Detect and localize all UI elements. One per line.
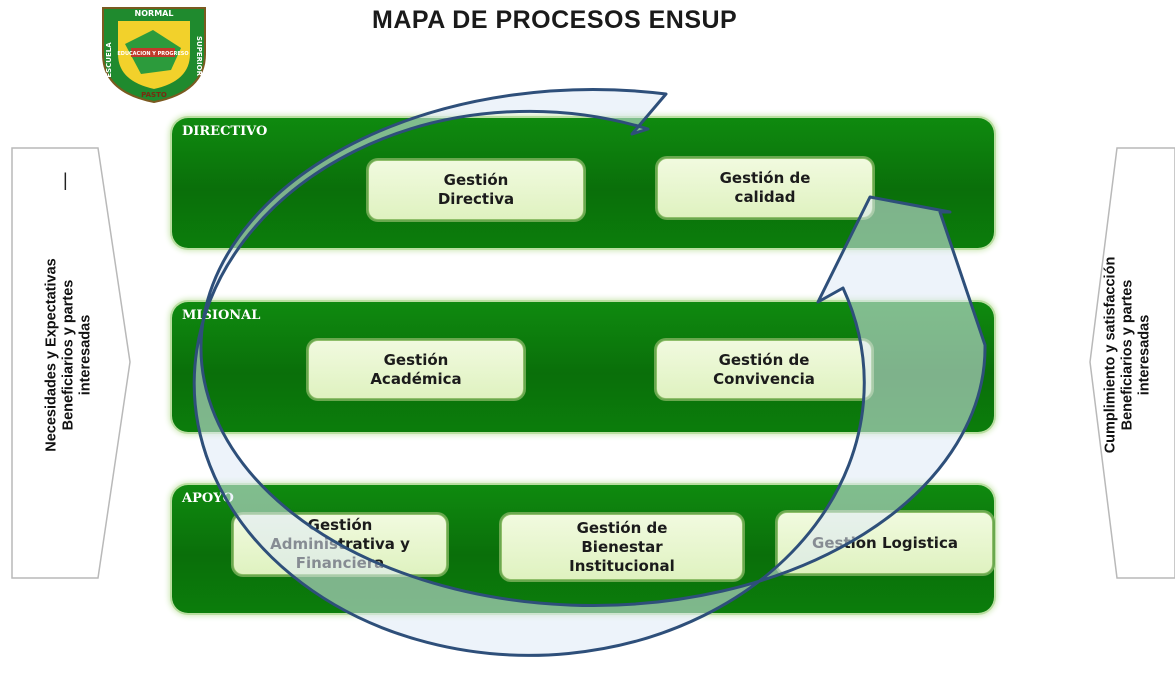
box-line: Gestión <box>443 171 509 189</box>
box-line: Convivencia <box>713 369 815 388</box>
output-arrow-label: Cumplimiento y satisfacción Beneficiario… <box>1103 257 1154 454</box>
box-line: Directiva <box>437 190 515 208</box>
output-label-line-1: Cumplimiento y satisfacción <box>1102 256 1119 454</box>
logo-bottom-text: PASTO <box>141 91 167 99</box>
output-label-line-3: interesadas <box>1136 314 1153 396</box>
box-line: Gestión <box>383 350 449 369</box>
school-logo: EDUCACION Y PROGRESO NORMAL ESCUELA SUPE… <box>95 4 213 104</box>
output-arrow-shape <box>1089 147 1175 579</box>
process-box-gestion-logistica[interactable]: Gestion Logistica <box>777 512 993 574</box>
logo-left-text: ESCUELA <box>105 42 113 78</box>
output-label-line-2: Beneficiarios y partes <box>1119 279 1136 431</box>
box-line: Gestión de <box>576 518 668 537</box>
page-title: MAPA DE PROCESOS ENSUP <box>372 6 738 34</box>
input-arrow-label: Necesidades y Expectativas Beneficiarios… <box>44 258 95 451</box>
logo-center-text: EDUCACION Y PROGRESO <box>117 51 188 57</box>
box-line: Gestion Logistica <box>812 533 958 552</box>
input-label-line-1: Necesidades y Expectativas <box>43 258 60 452</box>
box-line: calidad <box>734 188 796 206</box>
input-label-line-3: interesadas <box>77 314 94 396</box>
box-line: Gestión de <box>718 350 810 369</box>
input-arrow-shape <box>11 147 131 579</box>
box-line: Gestión de <box>719 169 811 187</box>
input-label-line-2: Beneficiarios y partes <box>60 279 77 431</box>
box-line: Administrativa y <box>270 535 410 553</box>
box-line: Financiera <box>295 554 385 572</box>
logo-right-text: SUPERIOR <box>195 36 203 77</box>
box-line: Gestión <box>307 516 373 534</box>
box-line: Institucional <box>569 556 675 575</box>
band-label-directivo: DIRECTIVO <box>182 124 268 139</box>
box-line: Bienestar <box>581 537 663 556</box>
logo-top-text: NORMAL <box>135 9 174 18</box>
input-arrow-mark: | <box>63 170 68 190</box>
band-label-misional: MISIONAL <box>182 308 261 323</box>
band-label-apoyo: APOYO <box>182 491 234 506</box>
school-logo-shield: EDUCACION Y PROGRESO NORMAL ESCUELA SUPE… <box>102 7 206 104</box>
box-line: Académica <box>370 369 462 388</box>
